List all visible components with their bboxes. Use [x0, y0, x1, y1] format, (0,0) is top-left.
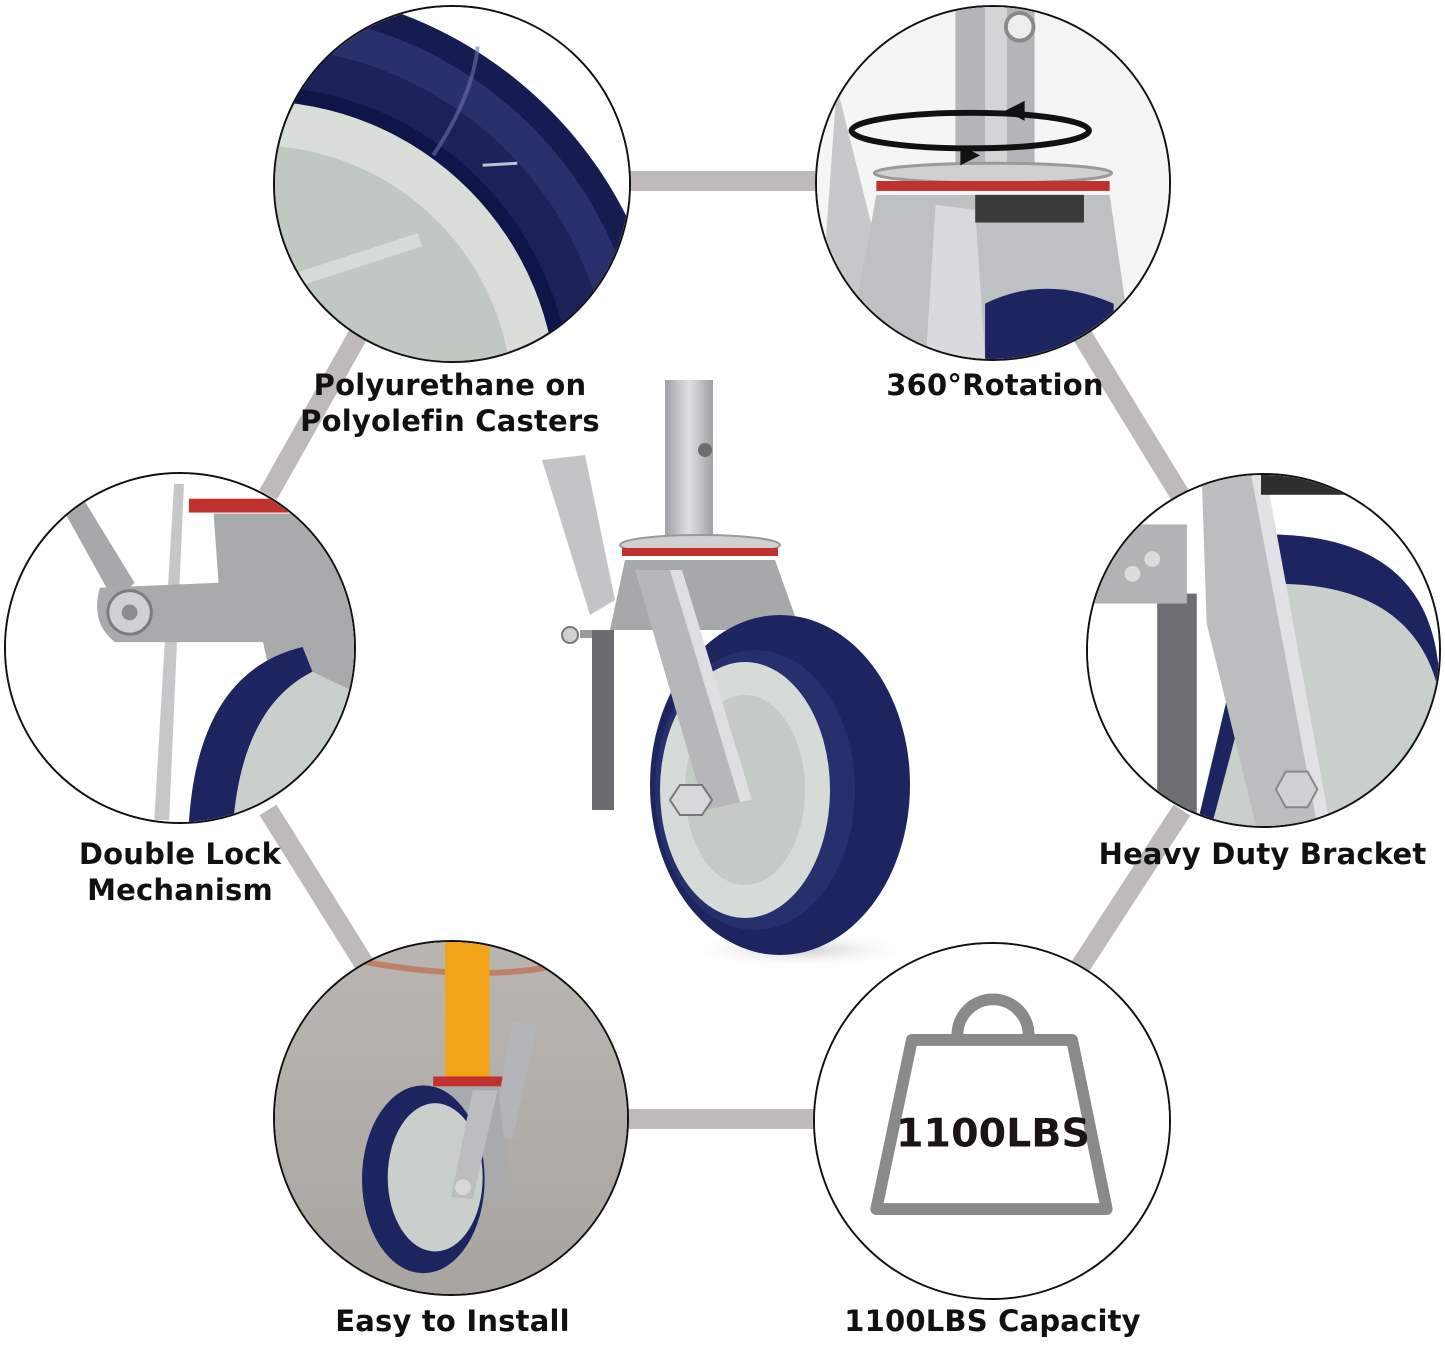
- label-install: Easy to Install: [300, 1303, 605, 1339]
- caster-bracket: [635, 570, 750, 810]
- connector-upper-left: [259, 330, 367, 500]
- brake-lever: [542, 455, 615, 615]
- weight-icon-text: 1100LBS: [896, 1111, 1090, 1157]
- label-line-1: Polyurethane on: [313, 368, 587, 402]
- label-double-lock: Double Lock Mechanism: [40, 836, 320, 908]
- connector-lower-left: [259, 804, 377, 976]
- feature-circle-install: [273, 940, 629, 1296]
- label-line-1: Heavy Duty Bracket: [1098, 837, 1427, 871]
- wheel-tread-closeup-icon: [275, 7, 629, 361]
- label-polyurethane: Polyurethane on Polyolefin Casters: [280, 367, 620, 439]
- weight-icon: 1100LBS: [815, 944, 1169, 1298]
- label-line-1: 360°Rotation: [886, 368, 1104, 402]
- label-rotation: 360°Rotation: [850, 367, 1140, 403]
- installed-caster-photo-icon: [275, 942, 627, 1294]
- label-line-2: Mechanism: [87, 873, 273, 907]
- connector-lower-right: [1069, 804, 1191, 976]
- connector-upper-right: [1073, 329, 1189, 501]
- feature-circle-capacity: 1100LBS: [813, 942, 1171, 1300]
- swivel-rotation-arrows-icon: [817, 7, 1169, 359]
- feature-circle-rotation: [815, 5, 1171, 361]
- caster-product-image: [542, 380, 920, 968]
- label-capacity: 1100LBS Capacity: [820, 1303, 1165, 1339]
- label-line-1: Easy to Install: [335, 1304, 570, 1338]
- label-line-2: Polyolefin Casters: [300, 404, 600, 438]
- feature-circle-polyurethane: [273, 5, 631, 363]
- label-line-1: 1100LBS Capacity: [844, 1304, 1141, 1338]
- feature-circle-bracket: [1086, 473, 1441, 828]
- brake-ring: [622, 548, 778, 556]
- feature-circle-double-lock: [4, 472, 356, 824]
- bracket-closeup-icon: [1088, 475, 1439, 826]
- label-line-1: Double Lock: [78, 837, 282, 871]
- label-bracket: Heavy Duty Bracket: [1090, 836, 1435, 872]
- caster-stem: [665, 380, 713, 540]
- brake-lever-closeup-icon: [6, 474, 354, 822]
